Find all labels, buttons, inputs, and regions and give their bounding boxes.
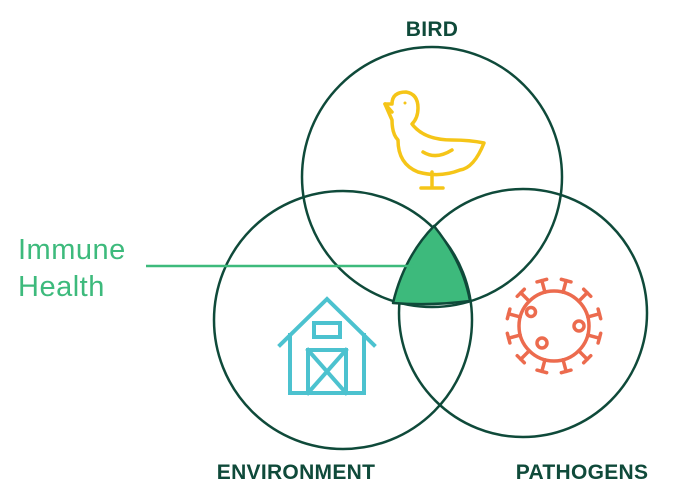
virus-spike <box>519 291 532 304</box>
virus-spike-cap <box>559 277 573 284</box>
callout-line-1: Immune <box>18 234 126 266</box>
immune-health-region <box>391 224 472 306</box>
chick-icon <box>383 90 486 190</box>
virus-spike-cap <box>535 277 549 284</box>
virus-spike <box>561 278 568 294</box>
virus-spike-cap <box>515 287 527 299</box>
virus-spike <box>519 348 532 361</box>
virus-spike <box>506 333 522 340</box>
virus-spike <box>561 358 568 374</box>
virus-spike-cap <box>515 353 527 365</box>
callout-line-2: Health <box>18 271 105 303</box>
virus-spike-cap <box>535 368 549 375</box>
bird-label: BIRD <box>405 18 459 41</box>
virus-spike-cap <box>581 287 593 299</box>
immune-health-callout: Immune Health <box>18 232 126 306</box>
environment-label: ENVIRONMENT <box>216 461 376 484</box>
virus-spike <box>586 312 602 319</box>
barn-icon <box>277 296 377 396</box>
pathogens-circle <box>397 187 649 439</box>
virus-spike <box>586 333 602 340</box>
pathogens-label: PATHOGENS <box>515 461 649 484</box>
virus-spike <box>506 312 522 319</box>
virus-spike-cap <box>581 353 593 365</box>
environment-circle <box>212 189 474 451</box>
virus-icon <box>505 277 603 375</box>
virus-spike-cap <box>559 368 573 375</box>
virus-spike <box>540 278 547 294</box>
virus-spike-cap <box>505 331 512 345</box>
virus-spike-cap <box>505 307 512 321</box>
virus-spike-cap <box>596 307 603 321</box>
virus-spike-cap <box>596 331 603 345</box>
virus-spike <box>540 358 547 374</box>
virus-spike <box>576 348 589 361</box>
virus-spike <box>576 291 589 304</box>
